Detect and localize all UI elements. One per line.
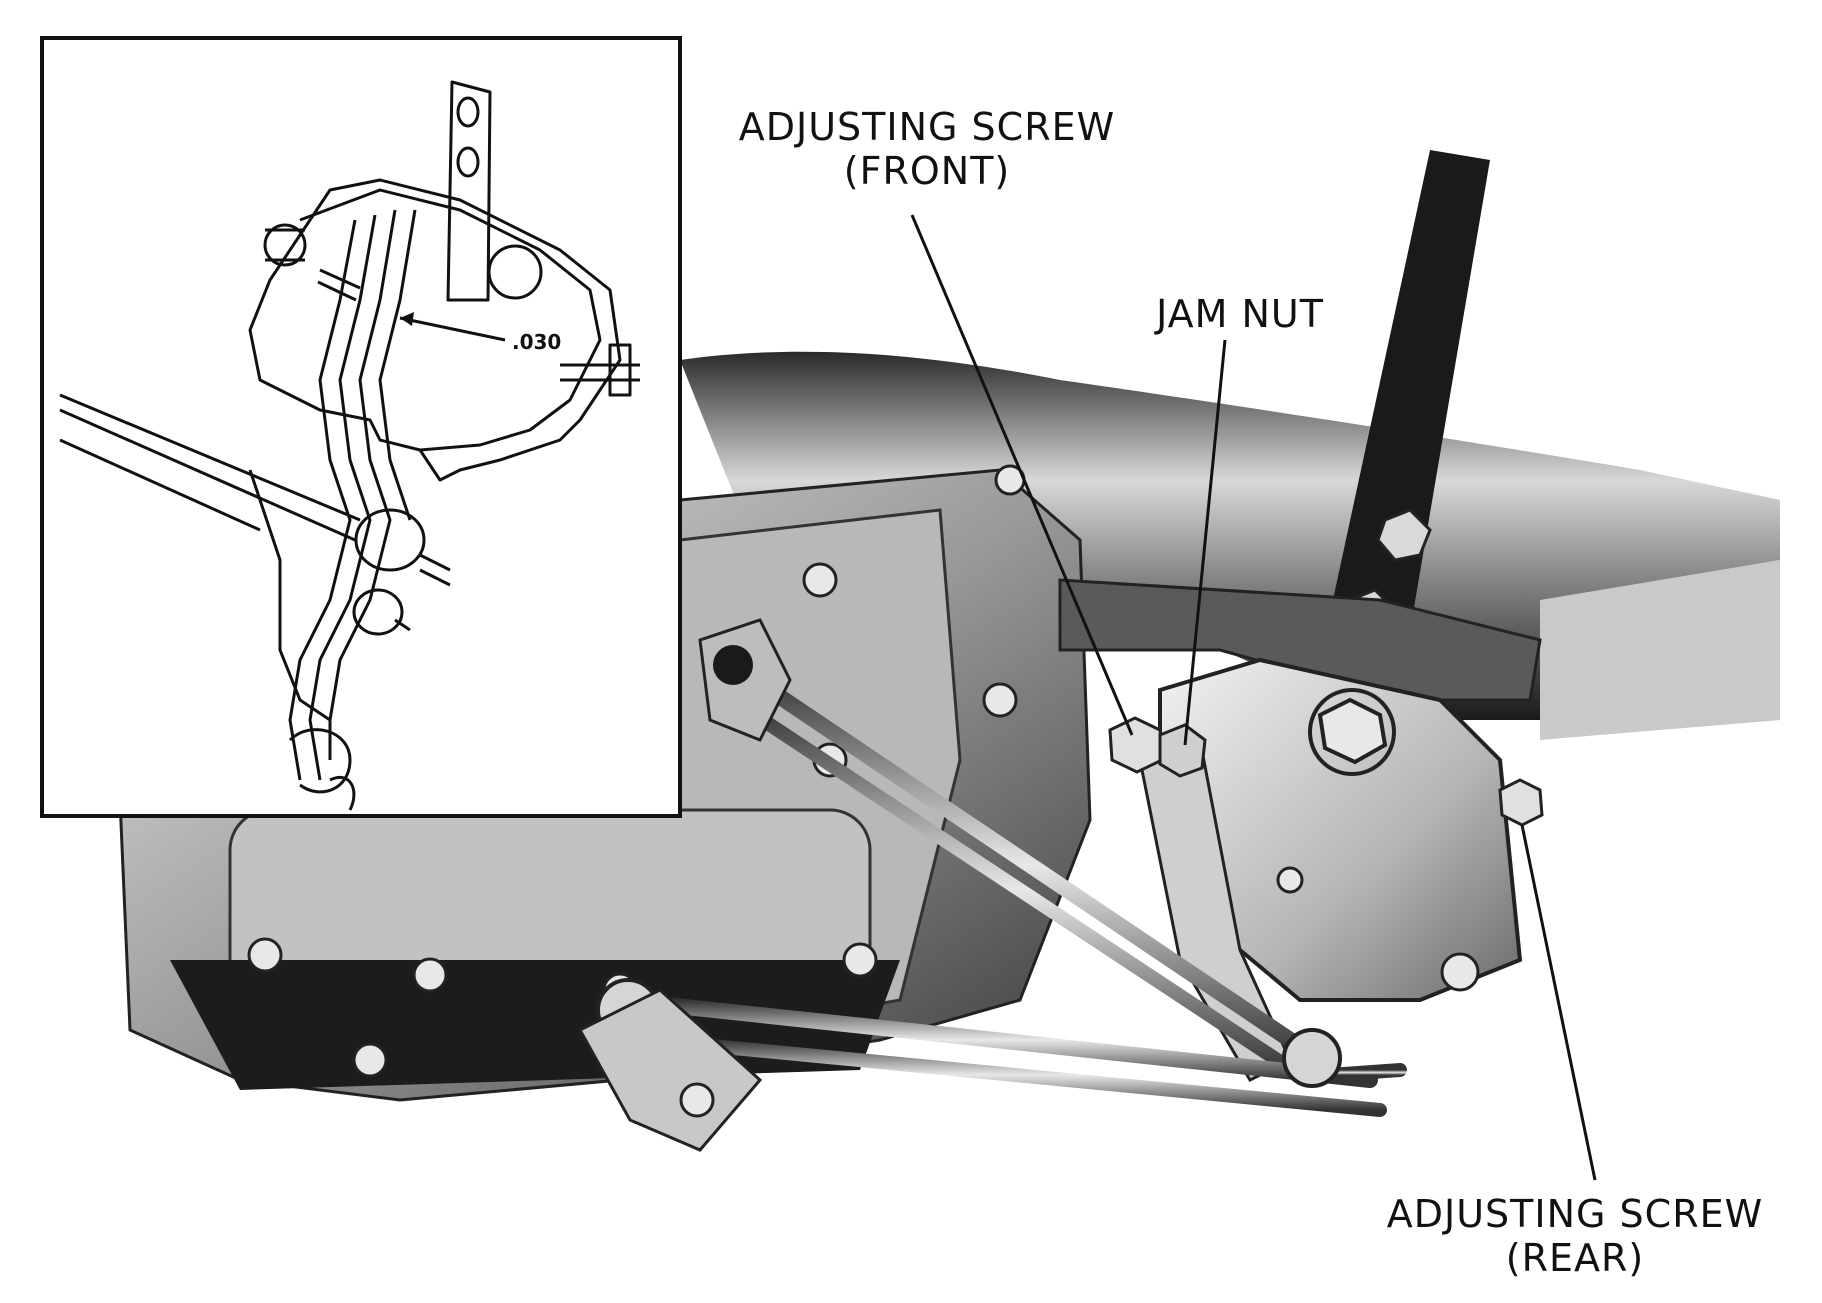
plate-bolts: [1276, 866, 1480, 992]
shift-rods: [612, 662, 1407, 1117]
lower-lever-bolt: [679, 1082, 715, 1118]
callout-adjusting-screw-front: ADJUSTING SCREW (FRONT): [712, 105, 1142, 193]
clearance-arrow: [399, 316, 506, 342]
callout-front-line2: (FRONT): [843, 149, 1011, 193]
detail-inset-drawing: [59, 80, 640, 811]
leader-lines: [910, 214, 1597, 1181]
crossmember-bracket: [1058, 578, 1542, 702]
pivot-nut: [1317, 697, 1388, 765]
lower-lever: [577, 988, 763, 1152]
leader-rear-screw: [1520, 824, 1597, 1181]
callout-rear-line1: ADJUSTING SCREW: [1386, 1192, 1764, 1236]
leader-jam-nut: [1183, 339, 1227, 746]
leader-front-screw: [910, 214, 1134, 736]
clearance-arrowhead: [400, 312, 414, 326]
pivot-washer: [1308, 688, 1396, 776]
callout-rear-line2: (REAR): [1505, 1236, 1645, 1280]
jam-nut-part: [1158, 723, 1207, 778]
case-lever-pivot: [713, 645, 753, 685]
callout-front-line1: ADJUSTING SCREW: [738, 105, 1116, 149]
clearance-dimension-label: .030: [512, 330, 562, 354]
front-adjusting-screw-head: [1108, 716, 1164, 774]
tail-housing: [1540, 560, 1780, 740]
extension-housing: [680, 351, 1780, 720]
callout-jam-nut: JAM NUT: [1120, 292, 1360, 336]
callout-adjusting-screw-rear: ADJUSTING SCREW (REAR): [1360, 1192, 1790, 1280]
support-strap: [1320, 150, 1490, 690]
callout-jam-nut-line1: JAM NUT: [1156, 292, 1324, 336]
rear-adjusting-screw-head: [1498, 778, 1544, 827]
